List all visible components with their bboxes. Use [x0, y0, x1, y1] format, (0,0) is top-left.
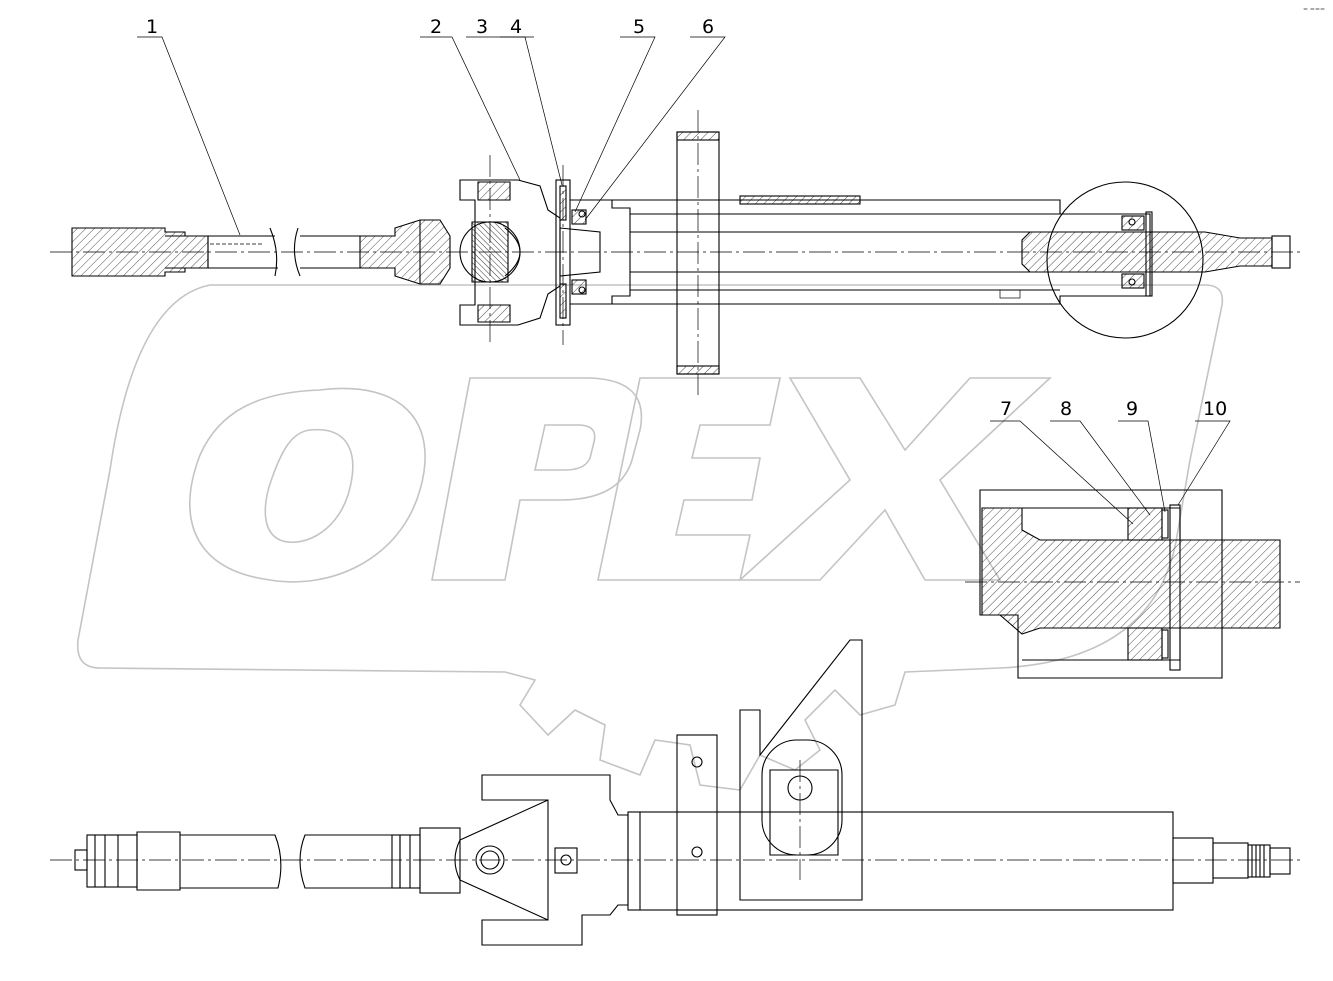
callout-6: 6	[702, 16, 714, 38]
callout-9: 9	[1126, 398, 1138, 420]
callout-4: 4	[510, 16, 522, 38]
detail-circle	[1046, 181, 1204, 339]
callout-7: 7	[1000, 398, 1012, 420]
watermark	[76, 284, 1224, 791]
watermark-letter-e	[597, 377, 781, 581]
callout-3: 3	[476, 16, 488, 38]
flange-assembly	[555, 165, 631, 345]
column-tube	[612, 110, 1151, 395]
callout-1: 1	[146, 16, 158, 38]
drive-shaft	[71, 219, 451, 285]
corner-stamp: = ===	[1303, 6, 1325, 13]
callout-10: 10	[1203, 398, 1227, 420]
callouts: 1 2 3 4 5 6 7 8 9 10	[137, 16, 1231, 525]
universal-joint	[459, 155, 561, 345]
watermark-letter-p	[431, 377, 643, 581]
section-view	[50, 110, 1300, 395]
watermark-letter-o	[188, 387, 426, 583]
callout-5: 5	[633, 16, 645, 38]
detail-view	[965, 489, 1300, 679]
callout-8: 8	[1060, 398, 1072, 420]
watermark-gear	[76, 284, 1224, 791]
outside-view	[50, 639, 1300, 946]
callout-2: 2	[430, 16, 442, 38]
output-shaft	[1021, 211, 1291, 297]
